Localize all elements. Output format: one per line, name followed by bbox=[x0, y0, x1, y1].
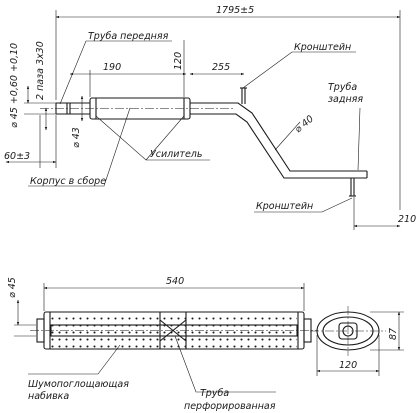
assembly-view bbox=[40, 87, 368, 197]
rear-pipe bbox=[190, 102, 368, 179]
label-rear-pipe-1: Труба bbox=[328, 82, 357, 93]
end-view bbox=[310, 306, 386, 356]
label-housing-assembly: Корпус в сборе bbox=[30, 176, 106, 187]
label-rear-pipe-2: задняя bbox=[328, 94, 363, 105]
dim-87: 87 bbox=[388, 328, 399, 340]
dim-slots: 2 паза 3х30 bbox=[35, 41, 46, 100]
bracket-top-part bbox=[240, 87, 247, 104]
dim-60: 60±3 bbox=[4, 151, 30, 162]
dim-255: 255 bbox=[212, 62, 230, 73]
section-view bbox=[30, 311, 318, 350]
label-perforated-pipe-2: перфорированная bbox=[184, 401, 276, 412]
dim-diameter-40: ⌀ 40 bbox=[293, 113, 316, 135]
section-dimensions: 540 ⌀ 45 87 120 bbox=[7, 276, 404, 376]
label-reinforcement: Усилитель bbox=[150, 149, 202, 160]
section-leaders: Шумопоглощающая набивка Труба перфориров… bbox=[28, 335, 276, 412]
dim-190: 190 bbox=[103, 62, 121, 73]
bracket-bottom-part bbox=[349, 178, 356, 197]
dim-210: 210 bbox=[398, 214, 416, 225]
label-bracket-bottom: Кронштейн bbox=[256, 201, 313, 212]
dim-120-top: 120 bbox=[173, 52, 184, 70]
dim-120-bottom: 120 bbox=[339, 360, 357, 371]
assembly-leaders: Труба передняя Кронштейн Труба задняя Ус… bbox=[28, 31, 363, 213]
label-bracket-top: Кронштейн bbox=[294, 42, 351, 53]
label-sound-absorbing-2: набивка bbox=[28, 391, 69, 402]
dim-diameter-43: ⌀ 43 bbox=[71, 127, 82, 148]
label-sound-absorbing-1: Шумопоглощающая bbox=[28, 379, 129, 390]
dim-540: 540 bbox=[166, 276, 184, 287]
dim-diameter-45-bottom: ⌀ 45 bbox=[7, 277, 18, 298]
dim-overall-length: 1795±5 bbox=[216, 5, 254, 16]
label-front-pipe: Труба передняя bbox=[88, 31, 169, 42]
label-perforated-pipe-1: Труба bbox=[200, 388, 229, 399]
dim-pipe-diameter: ⌀ 45 +0,60 +0,10 bbox=[9, 43, 20, 128]
